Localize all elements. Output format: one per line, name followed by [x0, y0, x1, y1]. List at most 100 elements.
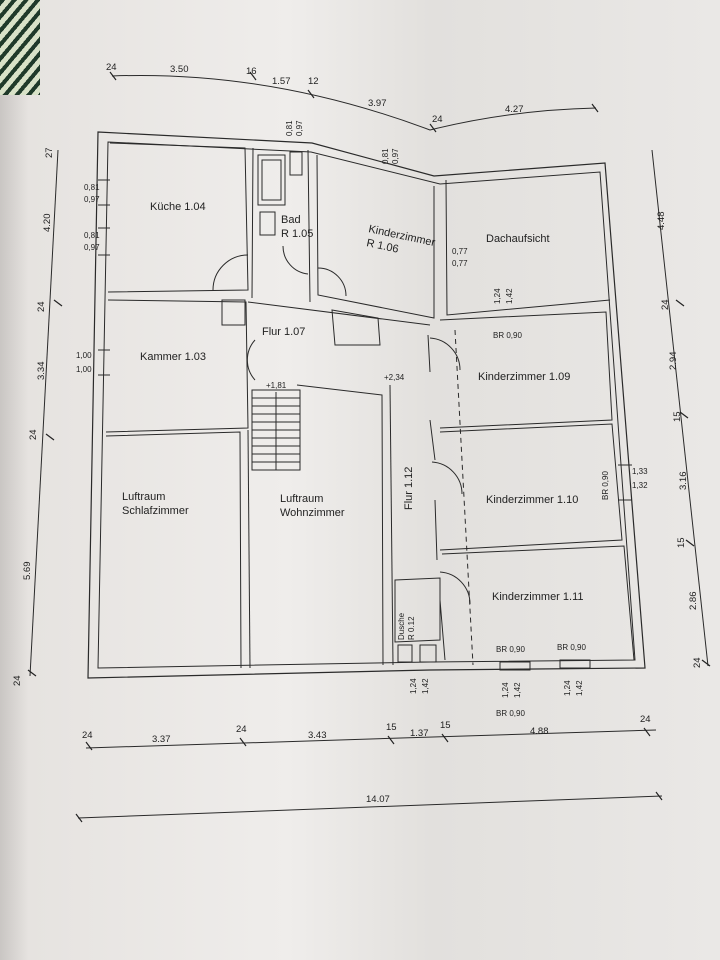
win-k-a2: 0,97	[84, 195, 100, 204]
wall-kinder109	[439, 311, 613, 429]
room-dachaufsicht: Dachaufsicht	[486, 233, 550, 245]
win-k-a1: 0,81	[84, 183, 100, 192]
tick-bot-4	[441, 733, 449, 743]
dim-left-4: 3.34	[36, 362, 47, 381]
win-k-b2: 0,97	[84, 243, 100, 252]
win-r132: 1,32	[632, 481, 648, 490]
tick-bot-3	[387, 735, 395, 745]
dim-top-1: 24	[106, 62, 117, 73]
tick-top-4	[429, 123, 437, 133]
win-br2: 1,42	[505, 288, 514, 304]
dusche	[394, 577, 441, 643]
dim-top-3: 16	[246, 66, 257, 77]
dusche-toilet	[397, 644, 437, 663]
wall-dach	[445, 179, 611, 316]
win-br090b: BR 0,90	[601, 471, 610, 500]
room-luftraum-schlaf-2: Schlafzimmer	[122, 505, 189, 517]
dim-top-7: 24	[432, 114, 443, 125]
room-flur107: Flur 1.07	[262, 326, 305, 338]
tick-top-2	[249, 71, 257, 81]
dim-right-1: 4.48	[656, 212, 667, 231]
door-kinder106	[317, 267, 347, 297]
win-bot6: 1,42	[575, 680, 584, 696]
win-bot3: 1,24	[501, 682, 510, 698]
dim-line-top	[111, 74, 597, 131]
door-bad	[282, 245, 309, 275]
window-kueche-a	[98, 179, 110, 206]
outer-wall	[87, 131, 646, 679]
wall-kammer	[105, 299, 249, 433]
win-da2: 0,77	[452, 259, 468, 268]
dim-bot-6: 1.37	[410, 728, 429, 739]
dim-right-5: 3.16	[678, 472, 689, 491]
dim-line-bottom	[85, 729, 657, 749]
stair-run	[251, 389, 301, 471]
room-luftraum-wohn-2: Wohnzimmer	[280, 507, 345, 519]
dim-bot-9: 24	[640, 714, 651, 725]
room-bad-name: Bad	[281, 214, 301, 226]
wall-kinder110	[439, 423, 623, 551]
tick-left-2	[45, 433, 55, 441]
stair-upper	[331, 309, 381, 346]
dim-bot-3: 24	[236, 724, 247, 735]
outer-wall-inner	[97, 141, 636, 669]
win-br090a: BR 0,90	[493, 331, 522, 340]
room-kammer: Kammer 1.03	[140, 351, 206, 363]
tick-bot-1	[85, 741, 93, 751]
dim-line-total	[77, 795, 663, 819]
dim-total-width: 14.07	[366, 794, 390, 805]
tick-total-l	[75, 813, 83, 823]
win-kam1: 1,00	[76, 351, 92, 360]
level-stair: +1,81	[266, 381, 287, 390]
fabric-corner	[0, 0, 40, 95]
wall-wohnzimmer-left	[247, 429, 251, 669]
room-dusche-name: Dusche	[397, 612, 406, 640]
dim-left-5: 24	[28, 429, 39, 440]
tick-left-3	[27, 669, 37, 677]
tick-right-4	[701, 659, 711, 667]
room-kinder109: Kinderzimmer 1.09	[478, 371, 570, 383]
wall-flur107	[247, 301, 431, 326]
dim-left-1: 27	[44, 147, 55, 158]
room-kueche: Küche 1.04	[150, 201, 206, 213]
wall-flur112-right	[427, 334, 446, 661]
win-k-b1: 0,81	[84, 231, 100, 240]
window-right-110	[618, 464, 632, 501]
dim-right-4: 15	[672, 411, 683, 422]
win-kz1: 0,81	[381, 148, 390, 164]
win-br1: 1,24	[493, 288, 502, 304]
dim-bot-5: 15	[386, 722, 397, 733]
dim-right-7: 2.86	[688, 592, 699, 611]
wall-schlaf-top	[105, 431, 242, 669]
window-bottom-b	[559, 659, 591, 669]
wall-wohnzimmer-top	[296, 384, 384, 666]
tick-bot-2	[239, 737, 247, 747]
tick-right-3	[685, 539, 695, 547]
tick-bot-5	[643, 727, 651, 737]
win-bot4: 1,42	[513, 682, 522, 698]
dim-left-7: 24	[12, 675, 23, 686]
tick-total-r	[655, 791, 663, 801]
dim-top-8: 4.27	[505, 104, 524, 115]
door-flur-b	[431, 461, 463, 495]
win-bot2: 1,42	[421, 678, 430, 694]
dim-right-8: 24	[692, 657, 703, 668]
dim-top-2: 3.50	[170, 64, 189, 75]
dim-line-left	[29, 149, 59, 677]
wall-kammer-chimney	[221, 299, 246, 326]
dim-left-2: 4.20	[42, 214, 53, 233]
win-bot5: 1,24	[563, 680, 572, 696]
wall-kueche	[107, 142, 249, 293]
tick-right-1	[675, 299, 685, 307]
dim-top-4: 1.57	[272, 76, 291, 87]
room-kinder110: Kinderzimmer 1.10	[486, 494, 578, 506]
room-flur112: Flur 1.12	[403, 467, 415, 510]
room-kinder111: Kinderzimmer 1.11	[492, 591, 584, 603]
tick-top-3	[307, 89, 315, 99]
sink-bad	[289, 151, 303, 176]
win-kam2: 1,00	[76, 365, 92, 374]
window-bottom-a	[499, 661, 531, 671]
dim-right-2: 24	[660, 299, 671, 310]
